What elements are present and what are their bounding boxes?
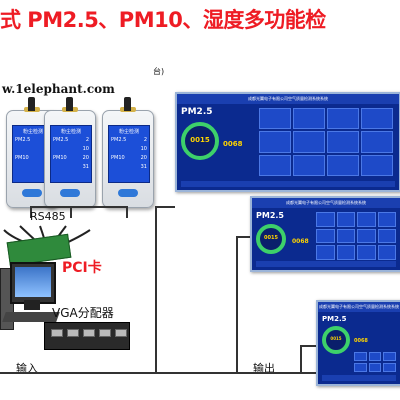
row-value: 20 — [140, 155, 147, 161]
dashboard-header: 成都光翼电子有限公司空气质量检测系统系统 — [318, 302, 400, 312]
device-screen-title: 粉尘检测 — [118, 129, 139, 135]
device-button — [118, 189, 138, 197]
row-value: 10 — [140, 146, 147, 152]
signal-wire — [155, 206, 157, 374]
row-label: PM2.5 — [15, 137, 31, 143]
device-button — [60, 189, 80, 197]
row-value: 20 — [82, 155, 89, 161]
dashboard-grid — [316, 212, 396, 260]
signal-wire — [0, 372, 400, 374]
dashboard-pm-label: PM2.5 — [256, 211, 284, 220]
monitor-device-3: 粉尘检测 PM2.5 2 10 PM10 20 31 — [102, 97, 154, 208]
page-title: 式 PM2.5、PM10、湿度多功能检 — [0, 8, 326, 32]
row-label: PM2.5 — [111, 137, 127, 143]
dashboard-pm-label: PM2.5 — [322, 315, 347, 323]
dashboard-grid — [354, 352, 396, 372]
row-value: 2 — [85, 137, 89, 143]
rs485-label: RS485 — [30, 210, 66, 223]
pci-card-label: PCI卡 — [62, 260, 102, 276]
dashboard-pm-label: PM2.5 — [181, 107, 213, 117]
device-screen: 粉尘检测 PM2.5 2 10 PM10 20 31 — [108, 125, 150, 183]
row-label: PM10 — [15, 155, 29, 161]
row-value: 31 — [82, 164, 89, 170]
vga-splitter-label: VGA分配器 — [52, 306, 114, 320]
gauge-value: 0015 — [330, 336, 342, 341]
pc-monitor-icon — [10, 262, 56, 304]
row-label: PM10 — [111, 155, 125, 161]
row-value: 31 — [140, 164, 147, 170]
signal-wire — [236, 236, 250, 238]
output-label: 输出 — [253, 362, 275, 375]
dashboard-footer — [181, 181, 395, 187]
dashboard-screen-1: 成都光翼电子有限公司空气质量检测系统系统 PM2.5 0015 0068 — [175, 92, 400, 192]
row-label: PM10 — [53, 155, 67, 161]
signal-wire — [236, 236, 238, 374]
antenna-icon — [28, 97, 35, 111]
dashboard-footer — [322, 375, 396, 381]
small-note: 台) — [153, 67, 165, 76]
pc-stand-icon — [24, 300, 40, 310]
row-value: 10 — [82, 146, 89, 152]
gauge-ring-icon: 0015 — [322, 326, 350, 354]
bus-wire — [30, 206, 128, 208]
monitor-device-2: 粉尘检测 PM2.5 2 10 PM10 20 31 — [44, 97, 96, 208]
dashboard-screen-3: 成都光翼电子有限公司空气质量检测系统系统 PM2.5 0015 0068 — [316, 300, 400, 386]
signal-wire — [300, 345, 316, 347]
secondary-value: 0068 — [223, 140, 243, 148]
antenna-icon — [66, 97, 73, 111]
input-label: 输入 — [16, 362, 38, 375]
device-screen-title: 粉尘检测 — [60, 129, 81, 135]
device-screen: 粉尘检测 PM2.5 2 10 PM10 20 31 — [50, 125, 92, 183]
device-button — [22, 189, 42, 197]
signal-wire — [300, 345, 302, 374]
device-screen-title: 粉尘检测 — [22, 129, 43, 135]
gauge-value: 0015 — [190, 136, 210, 144]
row-value: 2 — [143, 137, 147, 143]
signal-wire — [155, 206, 175, 208]
dashboard-screen-2: 成都光翼电子有限公司空气质量检测系统系统 PM2.5 0015 0068 — [250, 196, 400, 272]
watermark-text: w.1elephant.com — [2, 82, 115, 96]
bus-wire — [126, 206, 128, 218]
dashboard-header: 成都光翼电子有限公司空气质量检测系统系统 — [177, 94, 399, 104]
gauge-value: 0015 — [264, 235, 278, 241]
secondary-value: 0068 — [354, 338, 368, 344]
dashboard-header: 成都光翼电子有限公司空气质量检测系统系统 — [252, 198, 400, 208]
gauge-ring-icon: 0015 — [256, 224, 286, 254]
vga-splitter-icon — [44, 322, 130, 350]
row-label: PM2.5 — [53, 137, 69, 143]
gauge-ring-icon: 0015 — [181, 122, 219, 160]
bus-wire — [70, 206, 72, 218]
dashboard-grid — [259, 108, 393, 176]
secondary-value: 0068 — [292, 238, 309, 245]
bus-wire — [30, 206, 32, 218]
antenna-icon — [124, 97, 131, 111]
dashboard-footer — [256, 261, 396, 267]
